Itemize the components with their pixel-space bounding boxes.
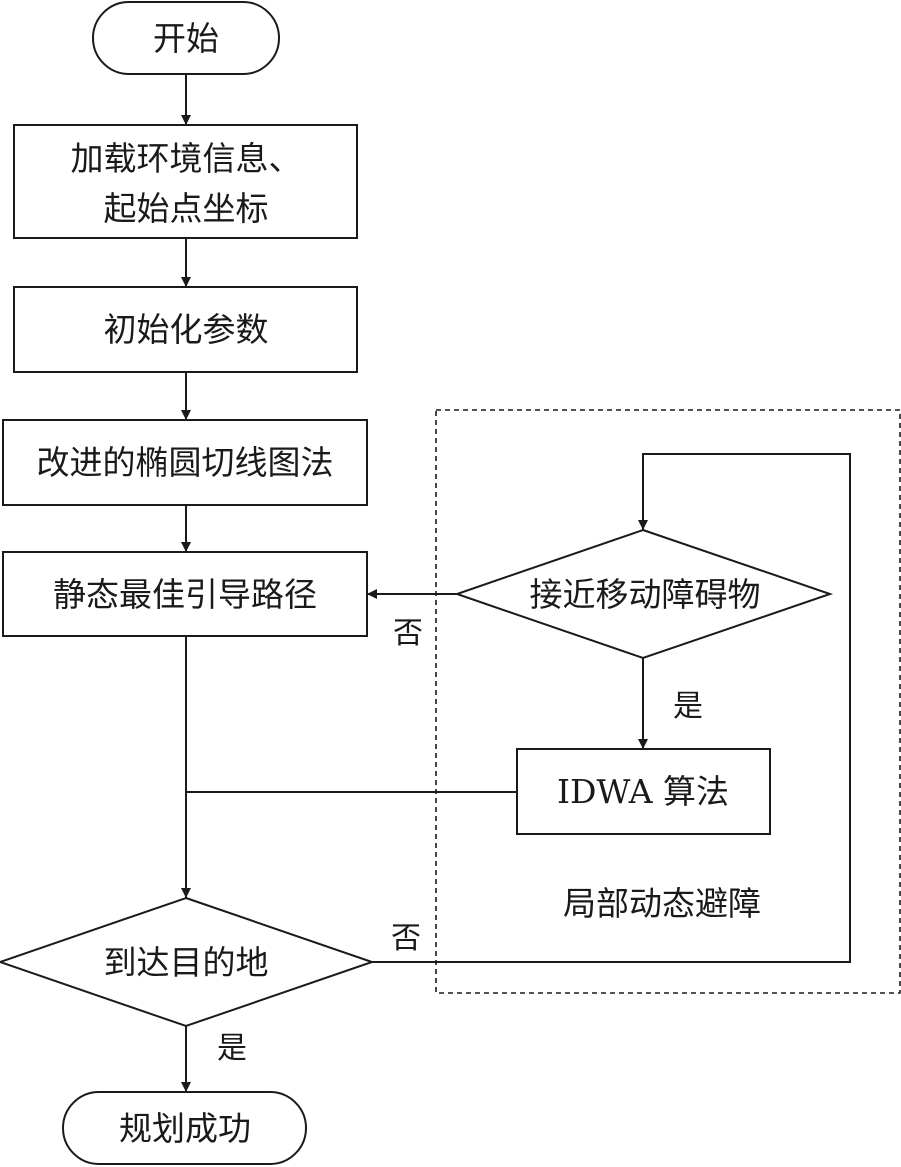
near-obstacle-label: 接近移动障碍物 (530, 575, 761, 614)
static-path-label: 静态最佳引导路径 (53, 575, 317, 614)
obstacle-yes-label: 是 (673, 689, 703, 724)
idwa-box (516, 748, 771, 835)
improved-ellipse-label: 改进的椭圆切线图法 (37, 443, 334, 482)
goal-no-label: 否 (391, 921, 421, 956)
init-params-box (13, 286, 358, 373)
load-environment-box (13, 124, 358, 239)
obstacle-no-label: 否 (393, 616, 423, 651)
start-label: 开始 (153, 19, 219, 58)
local-avoidance-group-box (435, 409, 901, 994)
success-label: 规划成功 (119, 1109, 251, 1148)
goal-yes-label: 是 (217, 1031, 247, 1066)
local-avoidance-group-label: 局部动态避障 (563, 884, 761, 923)
success-terminal (62, 1091, 307, 1165)
reach-goal-label: 到达目的地 (104, 943, 269, 982)
idwa-label: IDWA 算法 (557, 772, 729, 811)
static-path-box (2, 551, 368, 637)
load-environment-label-line1: 加载环境信息、 (71, 139, 302, 178)
init-params-label: 初始化参数 (104, 310, 269, 349)
load-environment-label-line2: 起始点坐标 (104, 189, 269, 228)
arrow-goal-no-loop (372, 453, 851, 963)
improved-ellipse-box (2, 419, 368, 506)
